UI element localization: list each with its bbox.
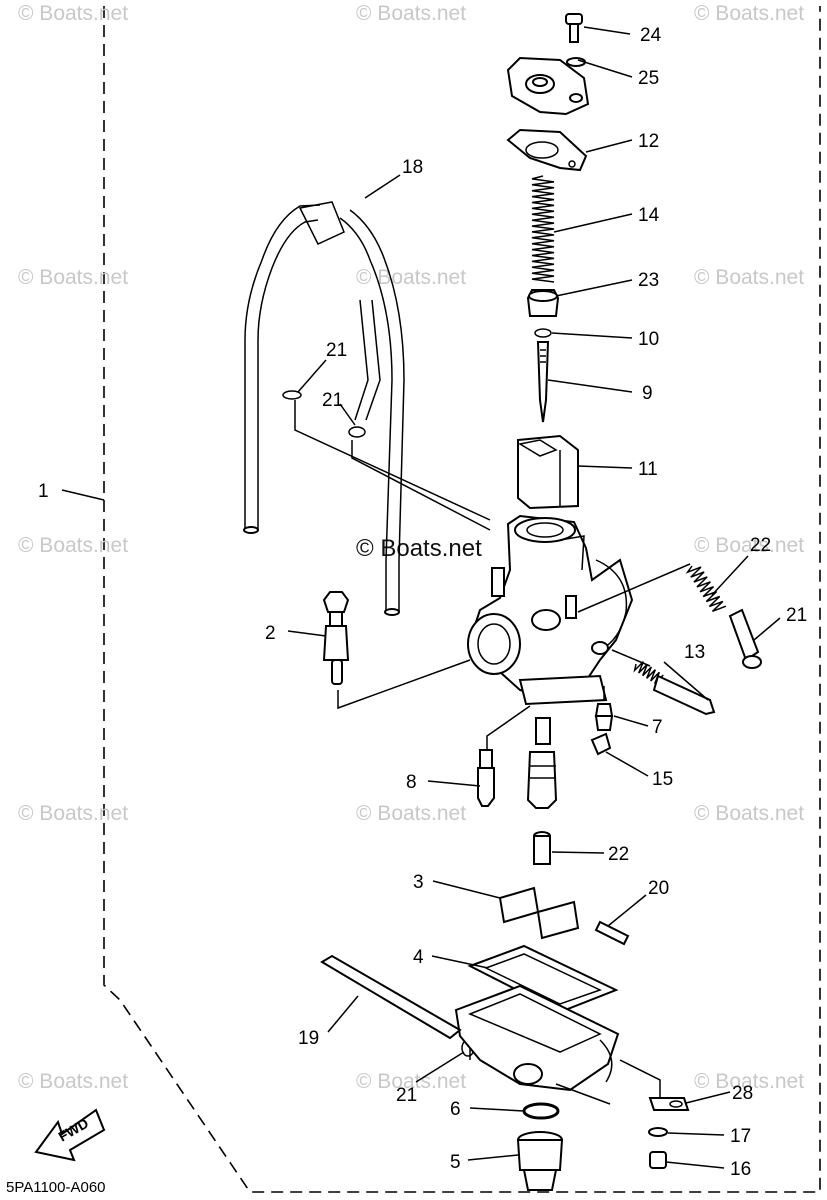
callout-18: 18 bbox=[402, 157, 423, 178]
part-6-o-ring bbox=[522, 1102, 560, 1120]
callout-23: 21 bbox=[786, 605, 807, 626]
forward-direction-arrow: FWD bbox=[34, 1108, 106, 1162]
callout-21: 21 bbox=[322, 390, 343, 411]
float-bowl bbox=[454, 984, 620, 1092]
watermark: © Boats.net bbox=[356, 2, 466, 25]
part-10-clip bbox=[534, 328, 552, 338]
part-8-main-jet bbox=[477, 749, 495, 807]
callout-21: 21 bbox=[396, 1085, 417, 1106]
part-11-throttle-valve bbox=[517, 434, 579, 510]
part-23-throttle-stop-screw bbox=[728, 608, 762, 669]
watermark: © Boats.net bbox=[694, 1070, 804, 1093]
part-20-float-pin bbox=[594, 920, 630, 946]
part-15-plate bbox=[590, 732, 612, 756]
callout-25: 23 bbox=[638, 270, 659, 291]
watermark: © Boats.net bbox=[356, 266, 466, 289]
part-2-starter-plunger bbox=[322, 591, 350, 685]
callout-6: 6 bbox=[450, 1099, 461, 1120]
watermark: © Boats.net bbox=[356, 802, 466, 825]
callout-27: 25 bbox=[638, 68, 659, 89]
part-7-pilot-jet bbox=[594, 703, 614, 731]
callout-22: 22 bbox=[608, 844, 629, 865]
callout-labels: 24 25 12 14 23 10 9 11 18 21 21 1 2 22 2… bbox=[38, 25, 807, 1180]
part-27-top-cap bbox=[506, 56, 590, 116]
watermark: © Boats.net bbox=[694, 2, 804, 25]
part-26-screw bbox=[565, 13, 583, 43]
watermark: © Boats.net bbox=[694, 534, 804, 557]
callout-9: 9 bbox=[642, 383, 653, 404]
callout-8: 8 bbox=[406, 772, 417, 793]
callout-11: 11 bbox=[638, 459, 658, 480]
part-16-screw bbox=[649, 1151, 667, 1169]
callout-13: 13 bbox=[684, 642, 705, 663]
callout-2: 2 bbox=[265, 623, 276, 644]
callout-26: 24 bbox=[640, 25, 662, 46]
part-needle-jet bbox=[526, 717, 558, 809]
callout-21: 21 bbox=[326, 340, 347, 361]
callout-5: 5 bbox=[450, 1152, 461, 1173]
callout-19: 19 bbox=[298, 1028, 319, 1049]
watermark: © Boats.net bbox=[18, 1070, 128, 1093]
watermarks: © Boats.net © Boats.net © Boats.net © Bo… bbox=[18, 2, 804, 1093]
callout-17: 17 bbox=[730, 1126, 751, 1147]
leader-lines bbox=[61, 26, 781, 1169]
callout-12: 12 bbox=[638, 131, 659, 152]
watermark: © Boats.net bbox=[694, 266, 804, 289]
watermark: © Boats.net bbox=[356, 535, 482, 562]
callout-3: 3 bbox=[413, 872, 424, 893]
part-17-washer bbox=[648, 1127, 668, 1137]
part-13-air-screw bbox=[633, 661, 716, 716]
part-25-needle-holder bbox=[526, 289, 560, 317]
part-22-jet bbox=[533, 831, 551, 865]
diagram-reference-code: 5PA1100-A060 bbox=[6, 1179, 106, 1196]
callout-15: 15 bbox=[652, 769, 673, 790]
part-14-throttle-spring bbox=[531, 175, 555, 283]
callout-7: 7 bbox=[652, 717, 663, 738]
watermark: © Boats.net bbox=[18, 534, 128, 557]
part-3-float bbox=[498, 886, 580, 940]
callout-28: 28 bbox=[732, 1083, 753, 1104]
callout-1: 1 bbox=[38, 481, 49, 502]
part-5-drain-plug bbox=[516, 1131, 564, 1191]
watermark: © Boats.net bbox=[18, 802, 128, 825]
callout-14: 14 bbox=[638, 205, 660, 226]
watermark: © Boats.net bbox=[356, 1070, 466, 1093]
callout-16: 16 bbox=[730, 1159, 751, 1180]
carburetor-body bbox=[467, 514, 634, 706]
part-21-hose-clips bbox=[282, 390, 475, 1057]
part-12-gasket bbox=[506, 128, 588, 172]
watermark: © Boats.net bbox=[18, 2, 128, 25]
watermark: © Boats.net bbox=[18, 266, 128, 289]
assembly-boundary bbox=[103, 6, 821, 1193]
callout-10: 10 bbox=[638, 329, 659, 350]
part-18-vent-hoses bbox=[243, 201, 405, 616]
callout-24: 22 bbox=[750, 535, 771, 556]
callout-20: 20 bbox=[648, 878, 669, 899]
watermark: © Boats.net bbox=[694, 802, 804, 825]
part-19-drain-hose bbox=[320, 954, 462, 1040]
callout-4: 4 bbox=[413, 947, 424, 968]
part-28-drain-fitting bbox=[648, 1097, 690, 1111]
part-9-jet-needle bbox=[536, 341, 550, 423]
part-24-throttle-stop-spring bbox=[685, 565, 727, 613]
